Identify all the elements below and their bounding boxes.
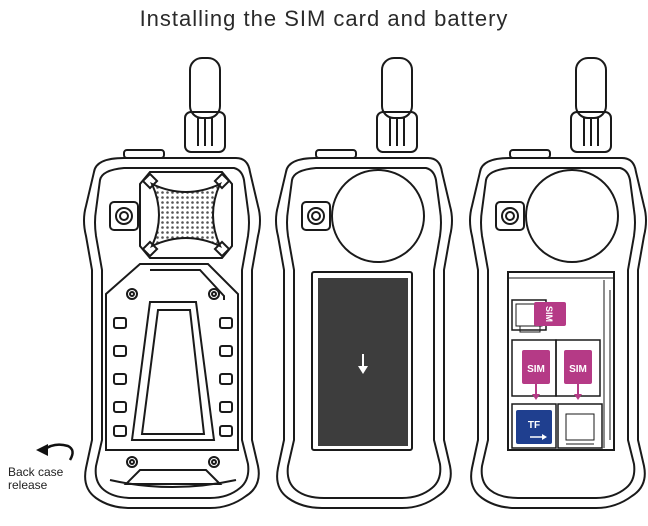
sim-card-1-icon: SIM [534, 302, 566, 326]
release-arrow-icon [36, 443, 74, 461]
phone-battery [275, 57, 453, 509]
card-bay [507, 271, 615, 451]
sim-1-label: SIM [544, 306, 554, 322]
sim-3-label: SIM [569, 364, 587, 375]
tf-label: TF [528, 420, 540, 431]
camera-button-icon [109, 201, 139, 231]
camera-button-icon [495, 201, 525, 231]
release-label-line2: release [8, 478, 48, 492]
phone-back-closed [83, 57, 261, 509]
speaker-recess [525, 169, 619, 263]
antenna-icon [570, 57, 612, 153]
speaker-recess [331, 169, 425, 263]
speaker-icon [139, 171, 233, 259]
sim-2-label: SIM [527, 364, 545, 375]
sim-card-2-icon: SIM [522, 350, 550, 400]
release-label-line1: Back case [8, 465, 64, 479]
tf-card-icon: TF [516, 410, 552, 444]
battery-cavity [311, 271, 413, 451]
antenna-icon [184, 57, 226, 153]
camera-button-icon [301, 201, 331, 231]
sim-card-3-icon: SIM [564, 350, 592, 400]
phone-card-slots [469, 57, 647, 509]
antenna-icon [376, 57, 418, 153]
side-grip-icons [113, 317, 233, 437]
battery-down-arrow-icon [358, 354, 368, 374]
back-case-release-label: Back case release [8, 466, 63, 492]
page-title: Installing the SIM card and battery [139, 6, 509, 31]
